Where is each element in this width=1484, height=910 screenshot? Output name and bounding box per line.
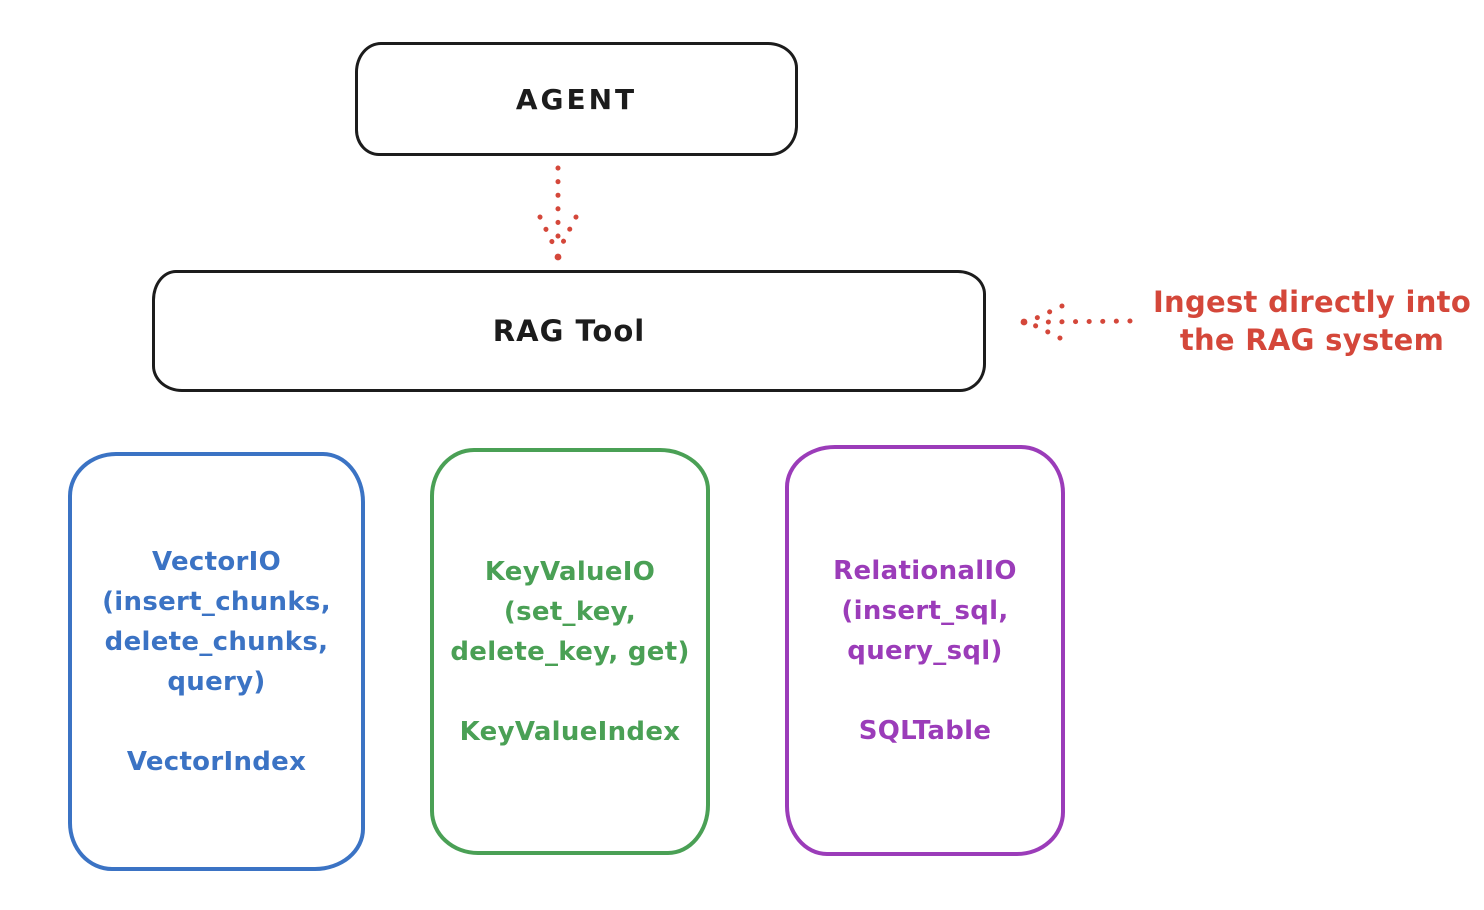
vector-io-line: (insert_chunks, [102,586,331,617]
arrow-annotation-to-ragtool [1020,303,1133,341]
relational-io-node: RelationalIO (insert_sql, query_sql) SQL… [785,445,1065,856]
rag-tool-node: RAG Tool [152,270,986,392]
ingest-annotation-line2: the RAG system [1179,323,1445,357]
agent-node: AGENT [355,42,798,156]
vector-io-line: delete_chunks, [104,626,329,657]
arrow-agent-to-ragtool [537,165,579,261]
relational-io-line: (insert_sql, [841,595,1009,626]
ingest-annotation: Ingest directly into the RAG system [1140,283,1484,359]
keyvalue-io-line: delete_key, get) [450,636,690,667]
relational-io-line: query_sql) [847,635,1003,666]
keyvalue-index-label: KeyValueIndex [459,716,681,747]
vector-io-node: VectorIO (insert_chunks, delete_chunks, … [68,452,365,871]
sqltable-label: SQLTable [858,715,992,746]
rag-tool-node-label: RAG Tool [492,314,646,348]
keyvalue-io-line: (set_key, [503,596,637,627]
agent-node-label: AGENT [515,82,638,116]
ingest-annotation-line1: Ingest directly into [1152,285,1472,319]
vector-io-line: query) [167,666,266,697]
keyvalue-io-line: KeyValueIO [484,556,656,587]
keyvalue-io-node: KeyValueIO (set_key, delete_key, get) Ke… [430,448,710,855]
relational-io-line: RelationalIO [833,555,1017,586]
vector-index-label: VectorIndex [126,746,307,777]
vector-io-line: VectorIO [151,546,282,577]
